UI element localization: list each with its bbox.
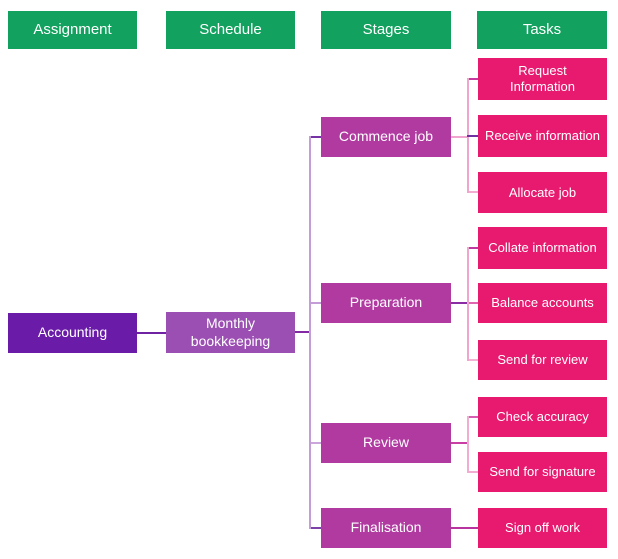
node-monthly-bookkeeping: Monthly bookkeeping <box>166 312 295 353</box>
connector-stub-receive-information <box>467 135 478 137</box>
node-task-sign-off-work: Sign off work <box>478 508 607 548</box>
connector-stub-request-information <box>469 78 478 80</box>
node-stage-review: Review <box>321 423 451 463</box>
node-task-send-for-signature: Send for signature <box>478 452 607 492</box>
column-header-tasks: Tasks <box>477 11 607 49</box>
connector-finalisation-sign-off-work <box>451 527 478 529</box>
node-accounting: Accounting <box>8 313 137 353</box>
node-stage-finalisation: Finalisation <box>321 508 451 548</box>
connector-stub-commence-job <box>311 136 321 138</box>
connector-review-tasks-spine <box>467 416 469 473</box>
node-task-allocate-job: Allocate job <box>478 172 607 213</box>
node-task-receive-information: Receive information <box>478 115 607 157</box>
node-stage-preparation: Preparation <box>321 283 451 323</box>
node-stage-commence-job: Commence job <box>321 117 451 157</box>
connector-schedule-spine <box>295 331 310 333</box>
node-task-collate-information: Collate information <box>478 227 607 269</box>
connector-review-to-spine <box>451 442 467 444</box>
connector-preparation-tasks-spine <box>467 247 469 361</box>
connector-stub-review <box>311 442 321 444</box>
node-task-check-accuracy: Check accuracy <box>478 397 607 437</box>
connector-stub-finalisation <box>311 527 321 529</box>
connector-stages-spine <box>309 136 311 529</box>
connector-stub-send-for-review <box>469 359 478 361</box>
connector-commence-to-spine <box>451 136 467 138</box>
column-header-schedule: Schedule <box>166 11 295 49</box>
connector-stub-balance-accounts <box>469 302 478 304</box>
connector-accounting-schedule <box>137 332 166 334</box>
column-header-assignment: Assignment <box>8 11 137 49</box>
connector-stub-allocate-job <box>469 191 478 193</box>
connector-preparation-to-spine <box>451 302 467 304</box>
connector-stub-check-accuracy <box>469 416 478 418</box>
connector-stub-send-for-signature <box>469 471 478 473</box>
node-task-request-information: Request Information <box>478 58 607 100</box>
column-header-stages: Stages <box>321 11 451 49</box>
node-task-send-for-review: Send for review <box>478 340 607 380</box>
connector-stub-collate-information <box>469 247 478 249</box>
node-task-balance-accounts: Balance accounts <box>478 283 607 323</box>
connector-stub-preparation <box>311 302 321 304</box>
